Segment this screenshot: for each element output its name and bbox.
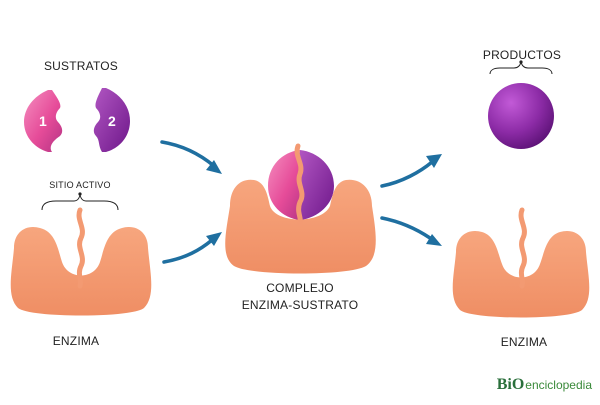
arrow-enzyme-to-complex [162, 232, 222, 264]
arrow-to-products-shaft [380, 160, 434, 188]
arrow-substrates-to-complex [160, 140, 222, 174]
productos-label: PRODUCTOS [482, 48, 562, 62]
complex-substrate-2 [299, 150, 334, 220]
substrate-1: 1 [24, 90, 63, 152]
arrow-complex-to-enzyme [380, 216, 442, 246]
enzyme-right-body [452, 230, 590, 318]
enzyme-substrate-complex [225, 143, 376, 274]
sitio-activo-brace-dot [78, 192, 82, 196]
enzima-right-label: ENZIMA [500, 335, 548, 349]
bioenciclopedia-logo: BiO enciclopedia [497, 376, 592, 394]
arrow-upper-head [206, 160, 222, 174]
active-site-strand-right [518, 207, 527, 289]
substrate-2-shape [93, 88, 130, 152]
arrow-lower-shaft [162, 238, 214, 264]
productos-brace-dot [519, 60, 523, 64]
complex-enzyme-body [225, 179, 376, 274]
arrow-upper-shaft [160, 140, 216, 168]
enzyme-left [10, 226, 152, 316]
arrow-to-enzyme-head [426, 234, 442, 246]
arrow-lower-head [206, 232, 222, 246]
productos-brace [489, 61, 553, 75]
complejo-label-line2: ENZIMA-SUSTRATO [241, 298, 359, 312]
arrow-complex-to-products [380, 154, 442, 188]
complejo-label: COMPLEJO ENZIMA-SUSTRATO [240, 280, 360, 314]
arrow-to-products-head [426, 154, 442, 168]
enzyme-right [452, 230, 590, 318]
enzyme-left-body [10, 226, 152, 316]
logo-mark: BiO [496, 376, 525, 393]
logo-text: enciclopedia [525, 378, 592, 392]
sustratos-label: SUSTRATOS [43, 59, 119, 73]
substrate-1-shape [24, 90, 63, 152]
active-site-strand-left [76, 207, 85, 289]
product-sphere [488, 83, 554, 149]
substrate-2-number: 2 [108, 113, 116, 129]
substrate-1-number: 1 [39, 113, 47, 129]
complejo-label-line1: COMPLEJO [266, 281, 334, 295]
enzima-left-label: ENZIMA [52, 334, 100, 348]
sitio-activo-label: SITIO ACTIVO [49, 180, 111, 190]
arrow-to-enzyme-shaft [380, 216, 432, 240]
complex-substrate-1 [268, 150, 304, 220]
complex-strand [294, 143, 305, 227]
substrate-2: 2 [93, 88, 130, 152]
